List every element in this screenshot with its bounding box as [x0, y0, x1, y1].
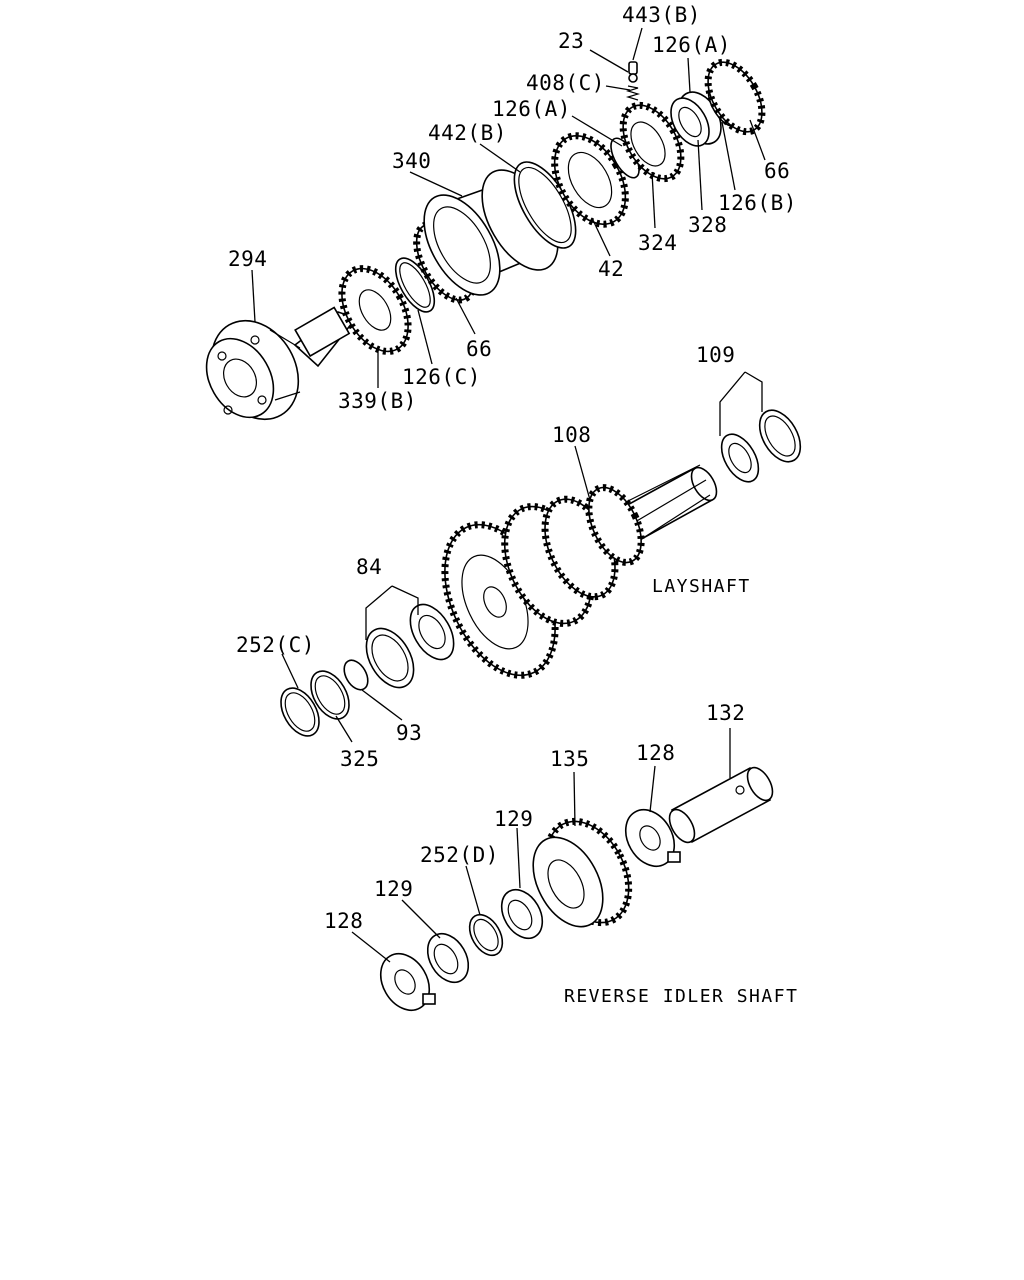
part-252d-spacer — [468, 913, 504, 957]
part-339b-gear — [338, 265, 412, 355]
leader-66-right — [749, 119, 766, 161]
leader-93 — [361, 689, 403, 721]
leader-109 — [719, 371, 763, 436]
label-108: 108 — [552, 423, 591, 447]
part-325-shim — [310, 670, 350, 720]
leader-443b — [632, 27, 643, 61]
leader-126c — [417, 309, 433, 365]
part-135-idler-gear — [532, 817, 633, 928]
part-129-needle-bearing-lower — [426, 932, 470, 984]
part-93-snap-ring — [343, 659, 369, 691]
leader-126a-mid — [571, 115, 623, 147]
part-132-idler-shaft — [668, 766, 774, 844]
label-66-right: 66 — [764, 159, 790, 183]
part-126c-snap-ring — [394, 257, 436, 313]
part-84-bearing — [365, 603, 455, 689]
part-324-gear — [619, 101, 685, 183]
label-128-top: 128 — [636, 741, 675, 765]
leader-135 — [573, 771, 576, 827]
label-93: 93 — [396, 721, 422, 745]
leader-84 — [365, 585, 419, 640]
part-109-bearing — [720, 409, 802, 483]
leader-328 — [697, 139, 703, 211]
leader-128-top — [649, 765, 656, 813]
part-66-ring-right — [704, 58, 766, 136]
label-126a-top: 126(A) — [652, 33, 731, 57]
label-294: 294 — [228, 247, 267, 271]
label-252c: 252(C) — [236, 633, 315, 657]
leader-129-lower — [401, 899, 441, 939]
label-324: 324 — [638, 231, 677, 255]
part-128-washer-bottom — [379, 952, 436, 1012]
part-108-layshaft — [441, 464, 718, 679]
label-339b: 339(B) — [338, 389, 417, 413]
label-126a-mid: 126(A) — [492, 97, 571, 121]
label-128-bottom: 128 — [324, 909, 363, 933]
label-408c: 408(C) — [526, 71, 605, 95]
caption-layshaft: LAYSHAFT — [652, 576, 751, 597]
label-23: 23 — [558, 29, 584, 53]
label-252d: 252(D) — [420, 843, 499, 867]
part-23-pin — [628, 61, 638, 75]
leader-252d — [465, 865, 481, 916]
leader-252c — [281, 653, 299, 689]
leader-128-bottom — [351, 931, 391, 963]
leader-23 — [589, 49, 629, 73]
label-126b: 126(B) — [718, 191, 797, 215]
main-shaft-assembly: 443(B) 23 126(A) 408(C) 126(A) 442(B) 34… — [205, 3, 797, 421]
label-328: 328 — [688, 213, 727, 237]
part-128-washer-top — [624, 808, 681, 868]
part-252c-shim — [280, 687, 320, 737]
leader-108 — [574, 445, 591, 501]
leader-408c — [605, 85, 631, 91]
label-129-lower: 129 — [374, 877, 413, 901]
caption-reverse-idler-shaft: REVERSE IDLER SHAFT — [564, 986, 798, 1007]
label-42: 42 — [598, 257, 624, 281]
part-408c-spring — [625, 85, 641, 101]
label-443b: 443(B) — [622, 3, 701, 27]
leader-129-upper — [516, 827, 521, 889]
leader-126a-top — [687, 57, 691, 93]
part-129-needle-bearing-upper — [500, 888, 544, 940]
part-443b-ball — [628, 73, 638, 83]
leader-66-left — [455, 297, 476, 335]
label-109: 109 — [696, 343, 735, 367]
label-132: 132 — [706, 701, 745, 725]
leader-340 — [409, 171, 463, 197]
label-135: 135 — [550, 747, 589, 771]
leader-294 — [251, 269, 256, 323]
leader-324 — [651, 171, 656, 229]
leader-325 — [335, 715, 353, 743]
label-325: 325 — [340, 747, 379, 771]
leader-442b — [479, 143, 521, 173]
leader-42 — [591, 217, 611, 257]
label-84: 84 — [356, 555, 382, 579]
label-66-left: 66 — [466, 337, 492, 361]
label-126c: 126(C) — [402, 365, 481, 389]
part-294-flange-shaft — [205, 306, 358, 421]
layshaft-assembly: 109 108 84 252(C) 93 325 LAYSHAFT — [236, 343, 802, 771]
label-340: 340 — [392, 149, 431, 173]
reverse-idler-assembly: 132 135 128 129 252(D) 129 128 REVERSE I… — [324, 701, 798, 1012]
part-42-gear — [551, 132, 629, 228]
label-129-upper: 129 — [494, 807, 533, 831]
leader-126b — [721, 121, 736, 191]
label-442b: 442(B) — [428, 121, 507, 145]
